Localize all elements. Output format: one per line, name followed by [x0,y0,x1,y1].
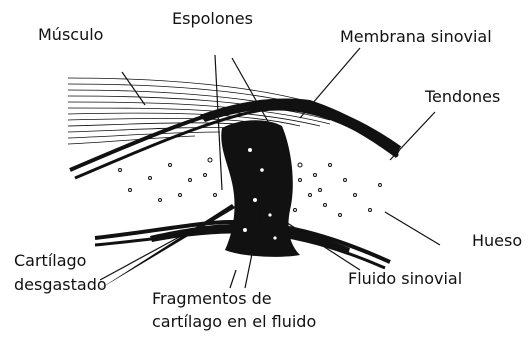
label-musculo: Músculo [38,26,103,44]
label-hueso: Hueso [472,232,522,250]
label-fluido-sinovial: Fluido sinovial [348,270,462,288]
label-cartilago-line2: desgastado [14,276,107,294]
label-tendones: Tendones [425,88,500,106]
worn-cartilage-pointer [98,204,235,290]
label-fragmentos-line1: Fragmentos de [152,290,272,308]
label-membrana-sinovial: Membrana sinovial [340,28,492,46]
label-espolones: Espolones [172,10,253,28]
label-cartilago-line1: Cartílago [14,252,86,270]
label-fragmentos-line2: cartílago en el fluido [152,313,316,331]
